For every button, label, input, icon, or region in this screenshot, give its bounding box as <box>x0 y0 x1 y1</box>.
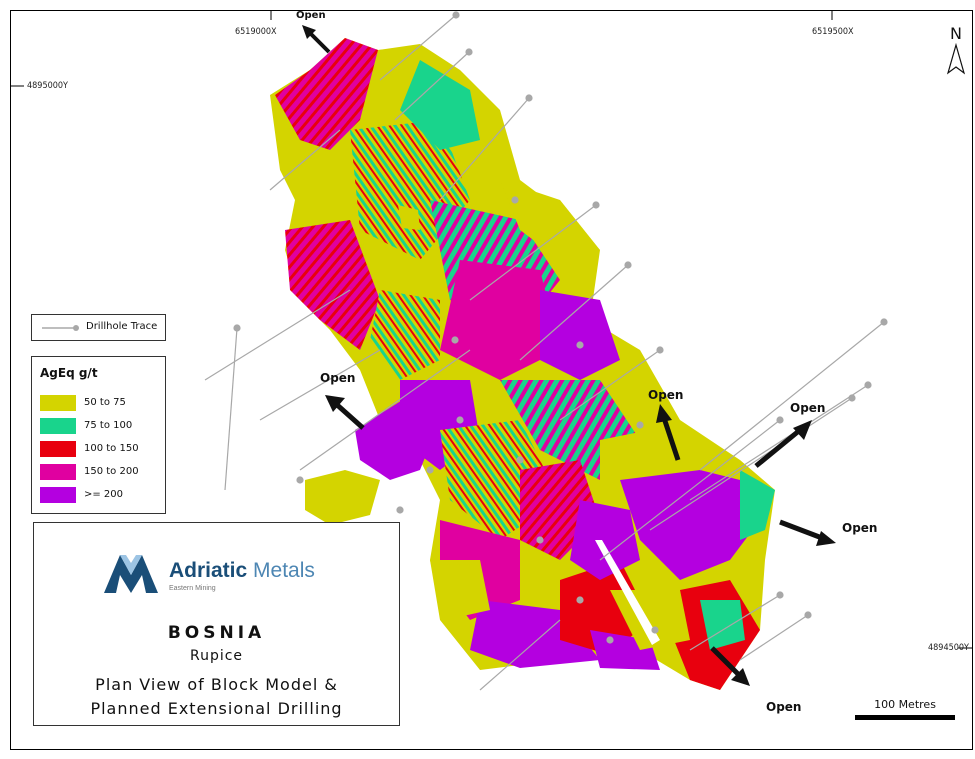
open-label-west: Open <box>320 371 356 385</box>
title-line-2: Planned Extensional Drilling <box>90 699 343 718</box>
scale-bar-line <box>855 715 955 720</box>
open-label-east: Open <box>842 521 878 535</box>
grid-label-x2: 6519500X <box>812 27 854 37</box>
grid-label-y1: 4895000Y <box>27 81 68 91</box>
mountain-logo-icon <box>104 555 158 593</box>
grid-label-x1: 6519000X <box>235 27 277 37</box>
legend-item-label: 50 to 75 <box>84 397 126 408</box>
drillhole-traces <box>204 11 888 691</box>
drillhole-trace-icon <box>42 325 79 331</box>
legend-item-label: 100 to 150 <box>84 443 139 454</box>
legend-item: 50 to 75 <box>40 395 160 411</box>
title-country: BOSNIA <box>167 623 266 643</box>
legend-item: >= 200 <box>40 487 160 503</box>
legend-item: 150 to 200 <box>40 464 160 480</box>
north-arrow: N <box>942 24 970 82</box>
title-project: Rupice <box>189 648 244 664</box>
title-line-1: Plan View of Block Model & <box>95 675 338 694</box>
title-block: Adriatic Metals Eastern Mining BOSNIA Ru… <box>33 522 400 726</box>
open-arrows <box>302 25 836 686</box>
grid-label-y2: 4894500Y <box>928 643 969 653</box>
open-label-northeast: Open <box>790 401 826 415</box>
open-label-southeast: Open <box>766 700 802 714</box>
block-model <box>270 38 775 690</box>
legend-item-label: 150 to 200 <box>84 466 139 477</box>
adriatic-metals-logo: Adriatic Metals Eastern Mining <box>100 545 340 605</box>
scale-label: 100 Metres <box>874 698 936 711</box>
brand-name: Adriatic Metals <box>169 559 315 582</box>
north-label: N <box>950 24 962 43</box>
brand-subtitle: Eastern Mining <box>169 585 216 592</box>
legend-trace-label: Drillhole Trace <box>86 321 158 332</box>
legend-item-label: 75 to 100 <box>84 420 133 431</box>
legend-item: 75 to 100 <box>40 418 160 434</box>
north-arrow-icon <box>946 42 966 75</box>
legend-swatch <box>40 418 76 434</box>
scale-bar: 100 Metres <box>855 698 955 720</box>
open-label-center: Open <box>648 388 684 402</box>
legend-swatch <box>40 464 76 480</box>
legend-drillhole-trace: Drillhole Trace <box>31 314 166 341</box>
legend-grades: AgEq g/t 50 to 75 75 to 100 100 to 150 1… <box>31 356 166 514</box>
legend-swatch <box>40 395 76 411</box>
legend-swatch <box>40 487 76 503</box>
legend-item-label: >= 200 <box>84 489 124 500</box>
open-label-north: Open <box>296 10 326 21</box>
legend-title: AgEq g/t <box>40 366 98 380</box>
legend-swatch <box>40 441 76 457</box>
legend-item: 100 to 150 <box>40 441 160 457</box>
